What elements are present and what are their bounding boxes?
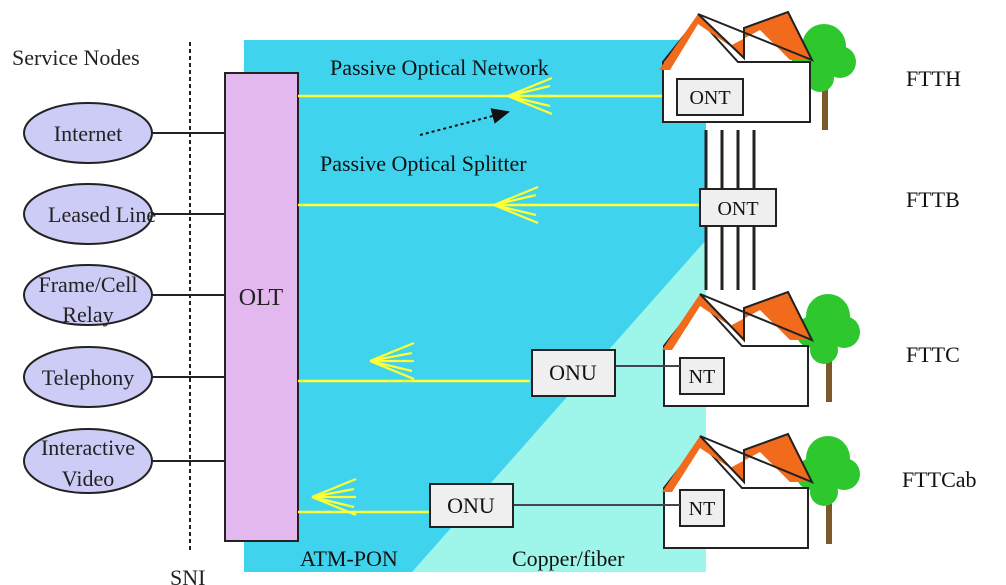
service-node-leased-line: Leased Line [24,184,156,244]
ftth-label: FTTH [906,66,961,91]
service-nodes-label: Service Nodes [12,45,140,70]
atm-pon-label: ATM-PON [300,546,398,571]
fttc-label: FTTC [906,342,960,367]
service-node-interactive-video: Interactive Video [24,429,152,493]
service-node-internet: Internet [24,103,152,163]
copper-fiber-label: Copper/fiber [512,546,625,571]
sni-label: SNI [170,565,205,585]
nt-fttc-label: NT [689,366,716,388]
service-node-label: Video [62,466,114,491]
splitter-label: Passive Optical Splitter [320,151,527,176]
service-node-label: Relay [62,302,113,327]
onu-fttcab-label: ONU [447,493,495,518]
service-node-label: Telephony [42,365,135,390]
service-node-telephony: Telephony [24,347,152,407]
service-node-label: Frame/Cell [39,272,138,297]
olt-label: OLT [239,285,284,311]
fttcab-label: FTTCab [902,467,977,492]
nt-fttcab-label: NT [689,498,716,520]
ont-fttb-label: ONT [717,198,758,220]
onu-fttc-label: ONU [549,360,597,385]
service-node-label: Leased Line [48,202,156,227]
pon-label: Passive Optical Network [330,55,549,80]
fttb-label: FTTB [906,187,960,212]
service-node-label: Internet [54,121,122,146]
service-node-label: Interactive [41,435,135,460]
node-connectors [152,133,225,461]
ont-ftth-label: ONT [689,87,730,109]
service-node-frame-cell-relay: Frame/Cell Relay [24,265,152,327]
